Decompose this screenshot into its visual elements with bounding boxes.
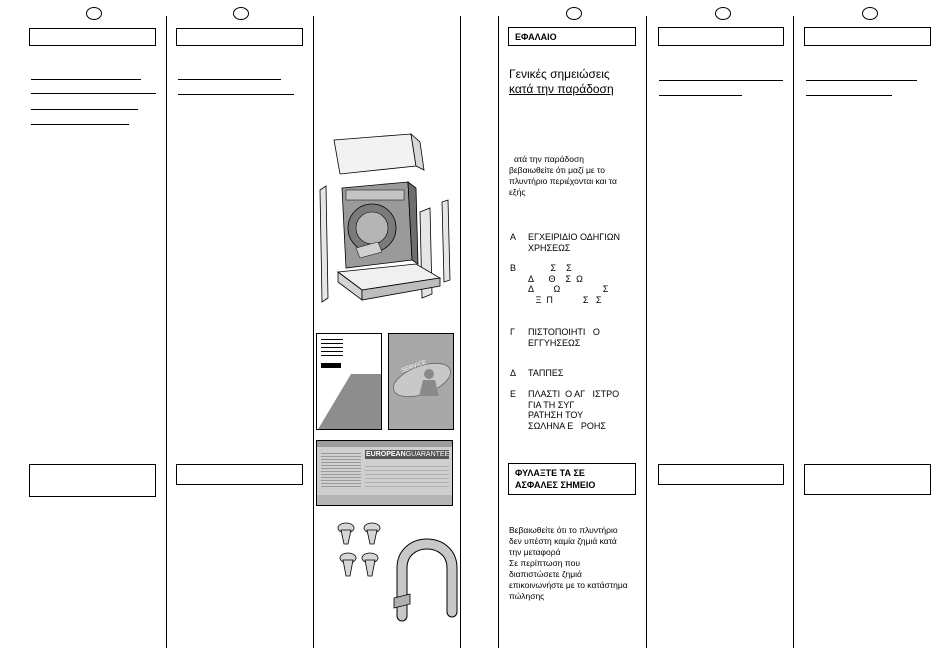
keep-safe-box bbox=[176, 464, 303, 485]
language-circle bbox=[862, 7, 878, 20]
heading-underline bbox=[178, 94, 294, 95]
language-circle bbox=[566, 7, 582, 20]
guarantee-bold-text: EUROPEAN bbox=[366, 451, 406, 458]
language-circle bbox=[715, 7, 731, 20]
intro-line: εξής bbox=[509, 187, 526, 197]
page-heading-line: κατά την παράδοση bbox=[509, 82, 614, 96]
column-separator bbox=[793, 16, 794, 648]
hose-guide-figure bbox=[393, 538, 458, 622]
intro-line: πλυντήριο περιέχονται και τα bbox=[509, 176, 617, 186]
list-item-text: ΠΙΣΤΟΠΟΙΗΤΙ Ο ΕΓΓΥΗΣΕΩΣ bbox=[528, 327, 600, 348]
heading-underline bbox=[659, 80, 783, 81]
list-item-letter: Β bbox=[510, 263, 517, 273]
page-heading: Γενικές σημειώσεις κατά την παράδοση bbox=[509, 67, 614, 97]
chapter-title: ΕΦΑΛΑΙΟ bbox=[515, 32, 557, 42]
chapter-header-box: ΕΦΑΛΑΙΟ bbox=[508, 27, 636, 46]
instruction-manual-figure bbox=[316, 333, 382, 430]
heading-underline bbox=[806, 95, 892, 96]
list-item-letter: Δ bbox=[510, 368, 517, 378]
service-logo bbox=[393, 362, 451, 398]
heading-underline bbox=[31, 109, 138, 110]
keep-safe-line: ΑΣΦΑΛΕΣ ΣΗΜΕΙΟ bbox=[515, 480, 596, 490]
heading-underline bbox=[178, 79, 281, 80]
list-item-text: ΕΓΧΕΙΡΙΔΙΟ ΟΔΗΓΙΩΝ ΧΡΗΣΕΩΣ bbox=[528, 232, 620, 253]
note-line: την μεταφορά bbox=[509, 547, 561, 557]
keep-safe-box bbox=[658, 464, 784, 485]
chapter-header-box bbox=[176, 28, 303, 46]
note-line: Βεβαιωθείτε ότι το πλυντήριο bbox=[509, 525, 618, 535]
list-item-text: Σ Σ Δ Θ Σ Ω Δ Ω Σ Ξ Π Σ Σ bbox=[528, 263, 609, 305]
keep-safe-box bbox=[804, 464, 931, 495]
heading-underline bbox=[31, 124, 129, 125]
list-item-letter: Ε bbox=[510, 389, 517, 399]
heading-underline bbox=[659, 95, 742, 96]
heading-underline bbox=[806, 80, 917, 81]
column-separator bbox=[498, 16, 499, 648]
keep-safe-box: ΦΥΛΑΞΤΕ ΤΑ ΣΕ ΑΣΦΑΛΕΣ ΣΗΜΕΙΟ bbox=[508, 463, 636, 495]
heading-underline bbox=[31, 93, 156, 94]
guarantee-light-text: GUARANTEE bbox=[405, 451, 450, 458]
language-circle bbox=[233, 7, 249, 20]
delivery-intro: ατά την παράδοση βεβαιωθείτε ότι μαζί με… bbox=[509, 154, 617, 198]
keep-safe-text: ΦΥΛΑΞΤΕ ΤΑ ΣΕ ΑΣΦΑΛΕΣ ΣΗΜΕΙΟ bbox=[509, 464, 635, 493]
note-line: διαπιστώσετε ζημιά bbox=[509, 569, 582, 579]
note-line: πώλησης bbox=[509, 591, 545, 601]
list-item-text: ΠΛΑΣΤΙ Ο ΑΓ ΙΣΤΡΟ ΓΙΑ ΤΗ ΣΥΓ ΡΑΤΗΣΗ ΤΟΥ … bbox=[528, 389, 620, 431]
heading-underline bbox=[31, 79, 141, 80]
note-line: επικοινωνήστε με το κατάστημα bbox=[509, 580, 628, 590]
washing-machine-illustration bbox=[319, 132, 451, 303]
column-separator bbox=[646, 16, 647, 648]
list-item-letter: Γ bbox=[510, 327, 515, 337]
column-separator bbox=[313, 16, 314, 648]
plugs-figure bbox=[337, 522, 381, 577]
intro-line: βεβαιωθείτε ότι μαζί με το bbox=[509, 165, 605, 175]
keep-safe-box bbox=[29, 464, 156, 497]
list-item-letter: Α bbox=[510, 232, 517, 242]
note-line: δεν υπέστη καμία ζημιά κατά bbox=[509, 536, 617, 546]
keep-safe-line: ΦΥΛΑΞΤΕ ΤΑ ΣΕ bbox=[515, 468, 585, 478]
language-circle bbox=[86, 7, 102, 20]
chapter-header-box bbox=[658, 27, 784, 46]
guarantee-card-figure: EUROPEANGUARANTEE bbox=[316, 440, 453, 506]
chapter-header-box bbox=[29, 28, 156, 46]
column-separator bbox=[166, 16, 167, 648]
column-separator bbox=[460, 16, 461, 648]
service-card-figure: SERVICE bbox=[388, 333, 454, 430]
note-line: Σε περίπτωση που bbox=[509, 558, 580, 568]
chapter-header-box bbox=[804, 27, 931, 46]
manual-cover-shape bbox=[318, 374, 381, 429]
page-heading-line: Γενικές σημειώσεις bbox=[509, 67, 610, 81]
intro-line: ατά την παράδοση bbox=[514, 154, 584, 164]
list-item-text: ΤΑΠΠΕΣ bbox=[528, 368, 564, 378]
damage-note: Βεβαιωθείτε ότι το πλυντήριο δεν υπέστη … bbox=[509, 525, 628, 602]
